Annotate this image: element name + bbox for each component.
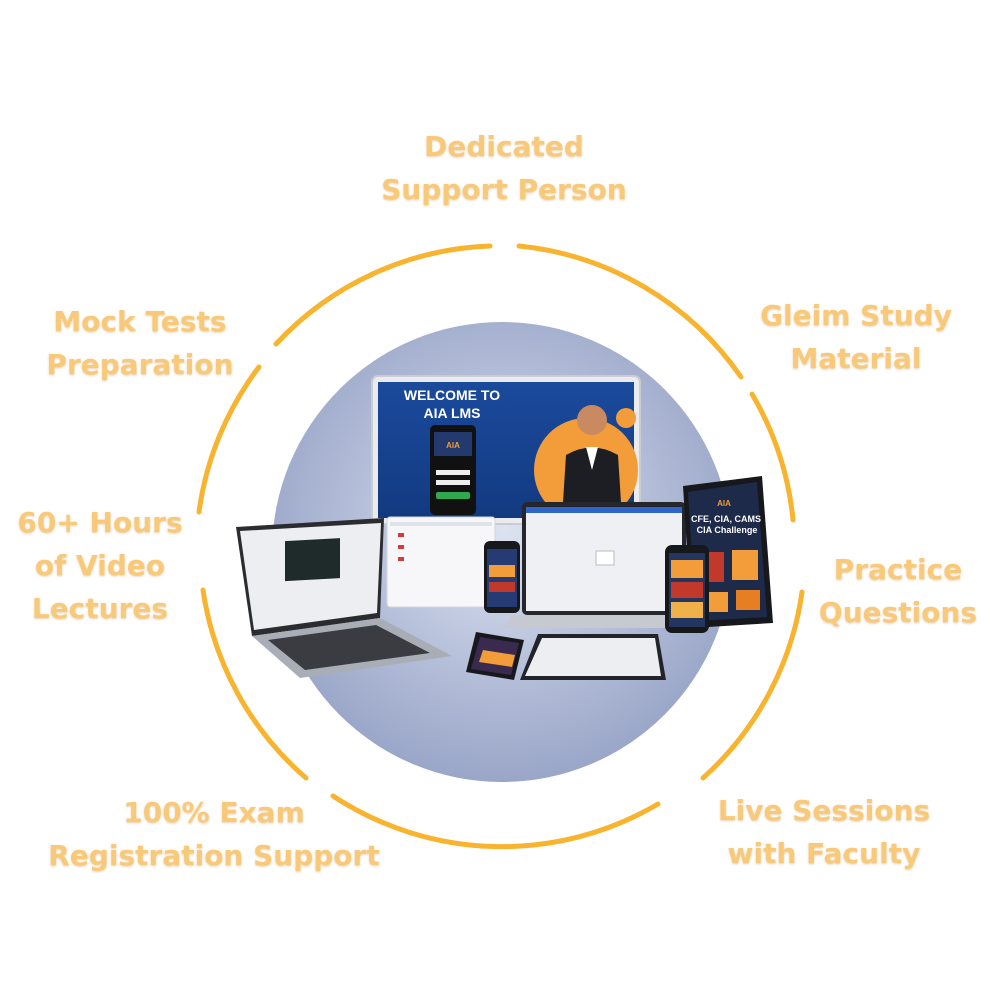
feature-gleim-study-material: Gleim Study Material — [760, 299, 952, 375]
feature-live-sessions: Live Sessions with Faculty — [717, 794, 931, 870]
phone-right-device — [665, 545, 709, 633]
feature-video-lectures: 60+ Hours of Video Lectures — [17, 506, 183, 625]
monitor-device: WELCOME TO AIA LMS AIA — [371, 375, 641, 525]
ring-arc-right-upper — [749, 391, 796, 523]
orange-ring — [196, 243, 805, 850]
feature-practice-questions: Practice Questions — [818, 553, 978, 629]
ring-arc-left-middle — [196, 364, 262, 515]
presenter-head — [577, 405, 607, 435]
tablet-promo-1: CFE, CIA, CAMS — [691, 514, 761, 524]
tablet-promo-2: CIA Challenge — [697, 525, 758, 535]
phone-bottom-device — [466, 632, 524, 680]
ring-arc-bottom — [330, 793, 661, 850]
feature-exam-registration: 100% Exam Registration Support — [48, 796, 380, 872]
ring-arc-right-lower — [700, 589, 805, 781]
ring-arc-top-right — [516, 243, 744, 380]
tablet-flat-device — [520, 634, 666, 680]
ring-arc-top-left — [273, 243, 493, 347]
feature-dedicated-support: Dedicated Support Person — [381, 130, 627, 206]
monitor-headline-2: AIA LMS — [423, 405, 480, 421]
ring-arc-left-lower — [200, 587, 309, 781]
presenter-suit — [562, 447, 622, 518]
feature-mock-tests: Mock Tests Preparation — [46, 305, 234, 381]
laptop-device — [236, 518, 452, 678]
phone-small-device — [484, 541, 520, 613]
monitor-headline-1: WELCOME TO — [404, 387, 500, 403]
laptop-right-device — [504, 502, 704, 628]
monitor-phone-logo: AIA — [446, 441, 460, 450]
tablet-logo: AIA — [717, 499, 731, 508]
browser-window-device — [386, 516, 496, 608]
